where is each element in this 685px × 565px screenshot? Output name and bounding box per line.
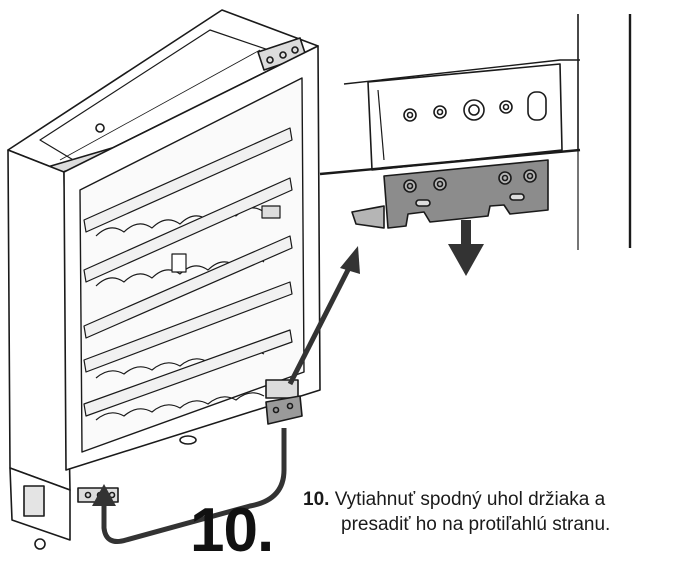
cabinet-floor-line: [319, 148, 581, 176]
bottom-hinge-right: [265, 379, 303, 425]
instruction-line-2: presadiť ho na protiľahlú stranu.: [341, 514, 611, 535]
diagonal-arrow-icon: [287, 246, 360, 386]
foot: [34, 538, 46, 550]
hinge-plate: [367, 63, 563, 171]
label-tag: [171, 253, 187, 273]
appliance-side-panel: [7, 149, 71, 491]
bracket-corner: [351, 159, 549, 229]
curved-arrow-icon: [92, 428, 287, 544]
instruction-number: 10.: [303, 489, 330, 510]
detail-view: [319, 14, 632, 250]
shelf: [83, 235, 293, 339]
shelf: [83, 329, 293, 421]
step-number: 10.: [190, 496, 274, 565]
shelf: [83, 127, 293, 237]
instruction-text: 10. Vytiahnuť spodný uhol držiaka a pres…: [303, 487, 683, 537]
wine-cooler-appliance: [7, 9, 321, 550]
door-glass: [79, 77, 305, 453]
display-panel: [261, 205, 281, 219]
door-handle: [179, 435, 197, 445]
instruction-line-1: Vytiahnuť spodný uhol držiaka a: [334, 489, 606, 510]
wine-shelves: [83, 127, 293, 421]
down-arrow-icon: [448, 220, 484, 276]
